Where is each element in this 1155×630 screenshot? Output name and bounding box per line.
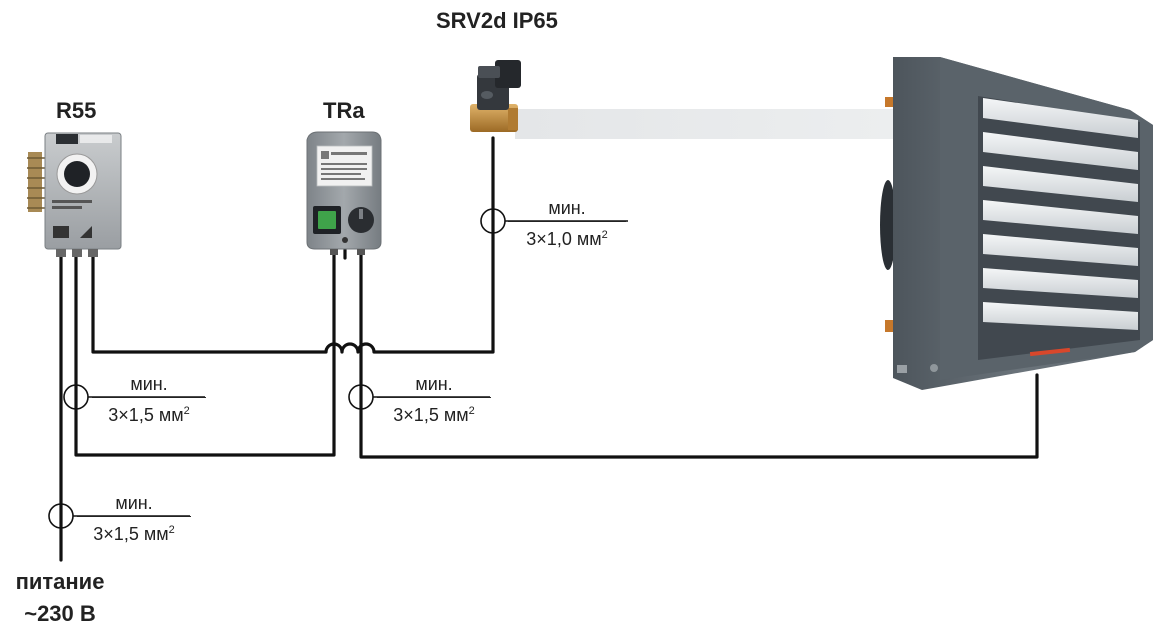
wire-r55-valve: [91, 136, 495, 354]
power-supply-label: питание ~230 В: [0, 566, 120, 630]
cable-min-label: мин.: [77, 491, 191, 517]
pipe-connection: [515, 109, 895, 139]
cable-spec-tra-heater: мин. 3×1,5 мм2: [377, 372, 491, 427]
cable-size: 3×1,5 мм: [108, 405, 184, 425]
r55-thermostat: [27, 132, 122, 257]
srv2d-solenoid-valve: [470, 60, 521, 132]
cable-size-exponent: 2: [168, 524, 175, 536]
cable-size: 3×1,5 мм: [93, 524, 169, 544]
cable-min-label: мин.: [508, 196, 626, 222]
heater-louvers: [983, 98, 1138, 330]
tra-label: TRa: [323, 98, 365, 123]
tra-speed-controller: [306, 131, 382, 255]
cable-size: 3×1,5 мм: [393, 405, 469, 425]
power-supply-text: питание: [15, 569, 105, 594]
r55-label: R55: [56, 98, 97, 123]
cable-min-label: мин.: [377, 372, 491, 398]
cable-size-exponent: 2: [183, 405, 190, 417]
cable-size: 3×1,0 мм: [526, 229, 602, 249]
cable-size-exponent: 2: [468, 405, 475, 417]
wire-tra-heater: [359, 248, 1039, 459]
srv-label: SRV2d IP65: [436, 8, 558, 33]
air-heater-unit: [880, 57, 1153, 390]
wires: [59, 136, 1039, 562]
power-supply-voltage: ~230 В: [24, 601, 96, 626]
cable-spec-power: мин. 3×1,5 мм2: [77, 491, 191, 546]
cable-size-exponent: 2: [601, 229, 608, 241]
wire-r55-tra: [74, 248, 336, 457]
cable-spec-r55-tra: мин. 3×1,5 мм2: [92, 372, 206, 427]
cable-min-label: мин.: [92, 372, 206, 398]
cable-spec-valve: мин. 3×1,0 мм2: [508, 196, 626, 251]
